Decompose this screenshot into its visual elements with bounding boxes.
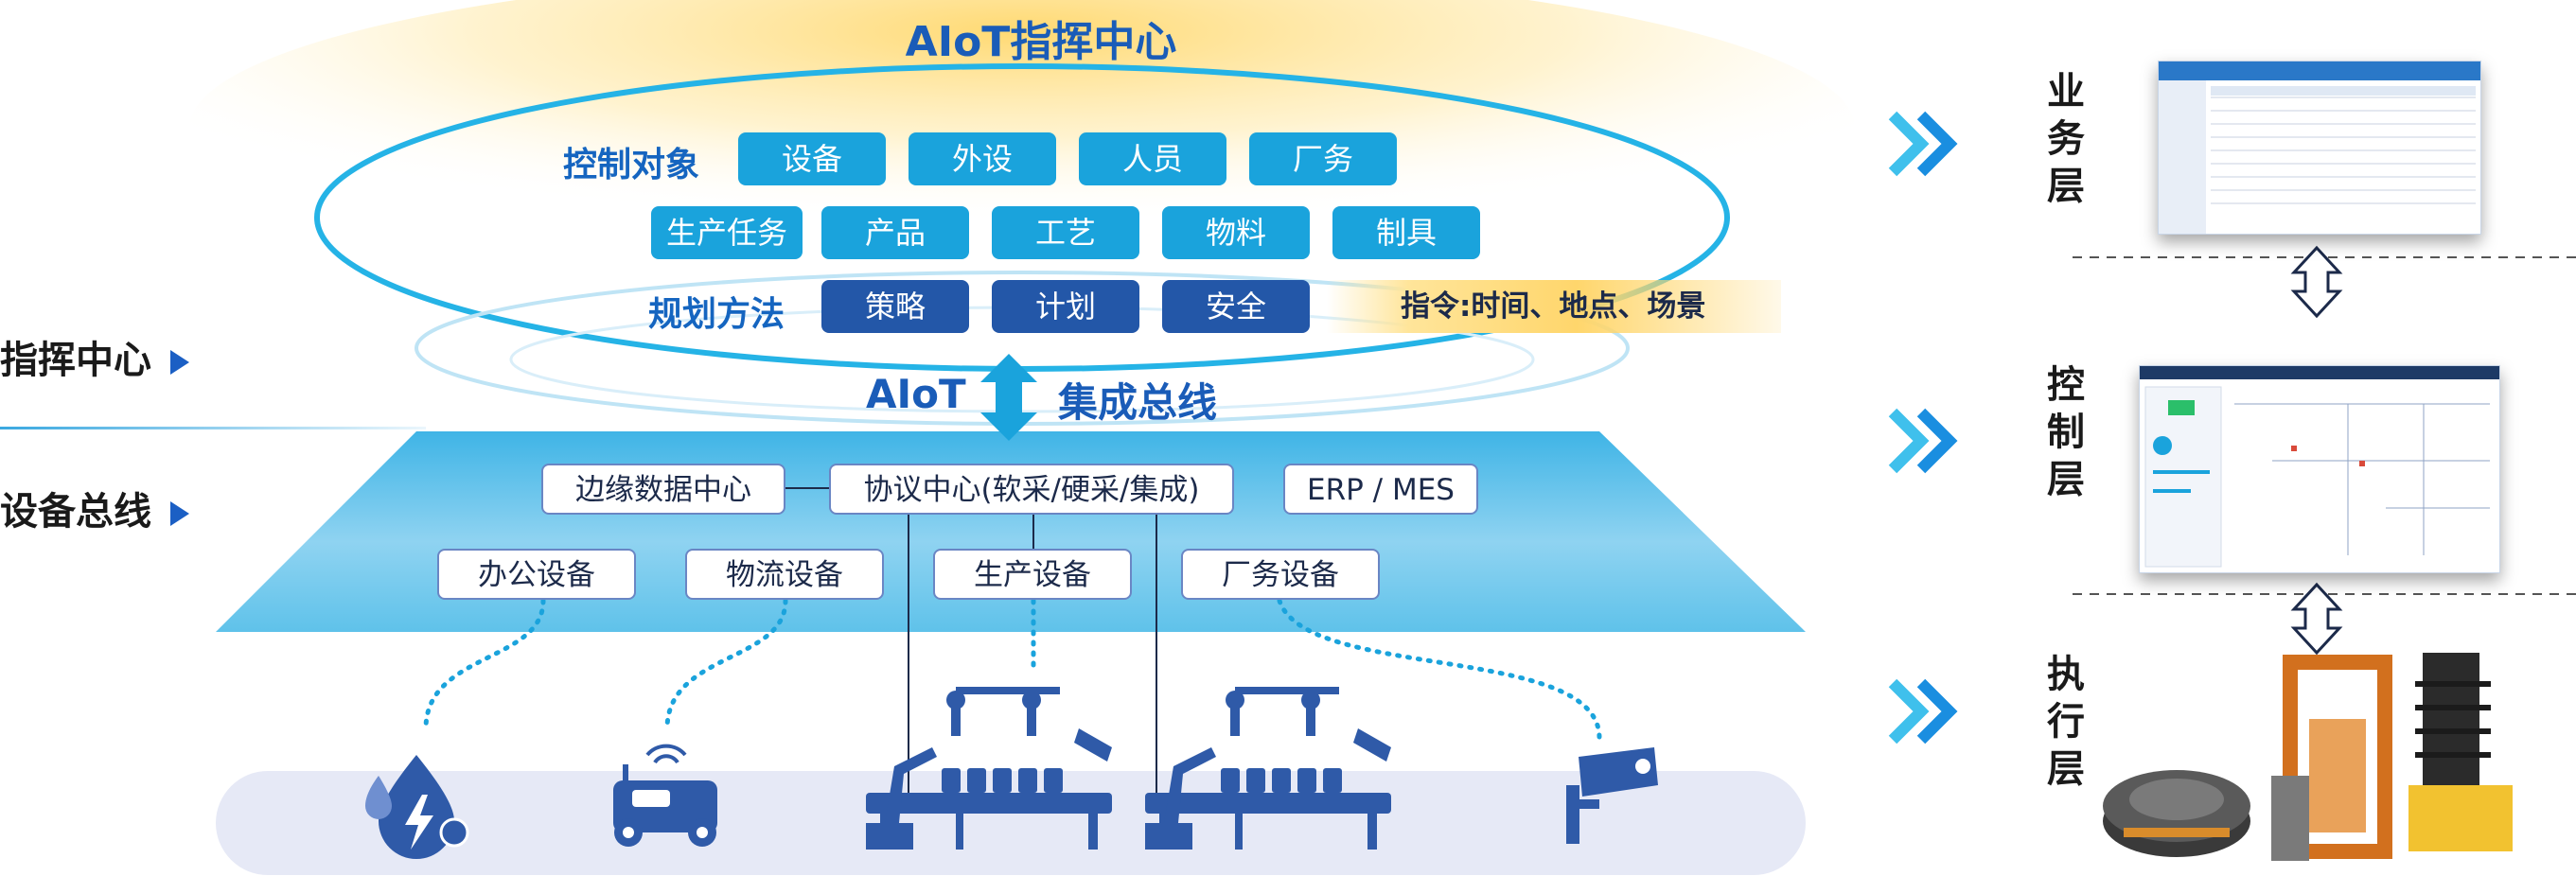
chip-product: 产品 (821, 206, 969, 259)
layer-label-execution: 执行层 (2047, 653, 2085, 791)
planning-label: 规划方法 (648, 295, 785, 334)
instruction-band: 指令:时间、地点、场景 (1327, 280, 1781, 333)
side-label-device-bus-text: 设备总线 (0, 490, 151, 534)
chip-process: 工艺 (992, 206, 1139, 259)
erp-mes-box: ERP / MES (1283, 464, 1478, 515)
triangle-right-icon (170, 501, 189, 526)
logistics-equipment-box: 物流设备 (685, 549, 884, 600)
office-equipment-box: 办公设备 (437, 549, 636, 600)
page-title: AIoT指挥中心 (905, 18, 1177, 66)
chip-safety: 安全 (1162, 280, 1310, 333)
pallet-robot-icon (2408, 653, 2513, 851)
triangle-right-icon (170, 350, 189, 375)
bus-label-left: AIoT (866, 371, 966, 417)
chip-material: 物料 (1162, 206, 1310, 259)
assembly-line-icon (1145, 687, 1391, 850)
chip-production-task: 生产任务 (651, 206, 803, 259)
agv-robot-icon (613, 744, 717, 847)
production-equipment-box: 生产设备 (933, 549, 1132, 600)
chip-device: 设备 (738, 132, 886, 185)
chevron-right-icon (1888, 678, 1958, 745)
assembly-line-icon (866, 687, 1112, 850)
surveillance-camera-icon (1566, 747, 1658, 844)
protocol-center-box: 协议中心(软采/硬采/集成) (829, 464, 1234, 515)
chip-facility: 厂务 (1249, 132, 1397, 185)
edge-data-center-box: 边缘数据中心 (541, 464, 785, 515)
chevron-right-icon (1888, 408, 1958, 474)
bus-label-right: 集成总线 (1058, 379, 1218, 426)
section-divider (0, 427, 426, 429)
chip-tooling: 制具 (1332, 206, 1480, 259)
layer-double-arrow (2290, 245, 2343, 656)
chip-plan: 计划 (992, 280, 1139, 333)
business-system-screenshot (2158, 61, 2481, 235)
chevron-right-icon (1888, 111, 1958, 177)
layer-label-business: 业务层 (2047, 70, 2085, 208)
chip-personnel: 人员 (1079, 132, 1226, 185)
chip-strategy: 策略 (821, 280, 969, 333)
side-label-device-bus: 设备总线 (0, 481, 189, 535)
layer-label-control: 控制层 (2047, 363, 2085, 501)
dotted-links (423, 598, 1602, 741)
amr-robot-icon (2103, 770, 2250, 857)
energy-icon (365, 755, 469, 859)
bus-platform (216, 431, 1806, 632)
side-label-command-center: 指挥中心 (0, 329, 189, 384)
chip-peripheral: 外设 (909, 132, 1056, 185)
bus-double-arrow (980, 354, 1037, 441)
control-objects-label: 控制对象 (563, 146, 700, 184)
side-label-command-center-text: 指挥中心 (0, 339, 151, 382)
facility-equipment-box: 厂务设备 (1181, 549, 1380, 600)
forklift-robot-icon (2271, 655, 2392, 861)
control-dashboard-thumbnail (2140, 366, 2499, 568)
business-table-thumbnail (2159, 61, 2480, 234)
control-system-screenshot (2139, 365, 2500, 573)
